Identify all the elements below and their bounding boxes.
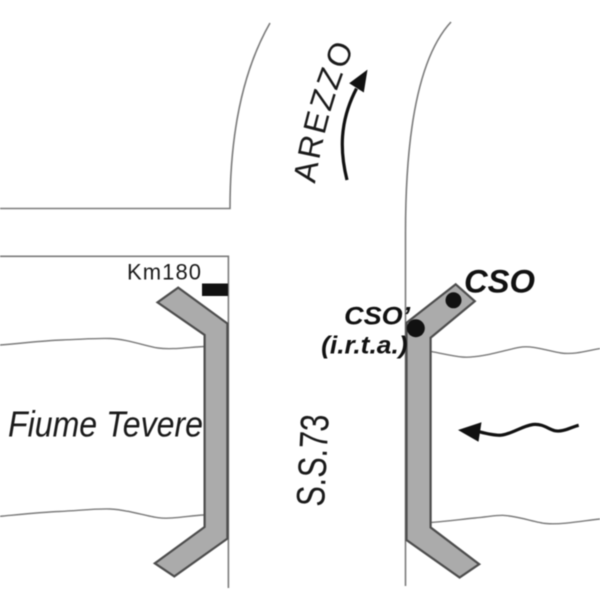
svg-text:CSO: CSO <box>464 264 535 300</box>
svg-text:CSO’: CSO’ <box>344 303 411 331</box>
svg-text:Km180: Km180 <box>127 259 201 284</box>
svg-text:S.S.73: S.S.73 <box>289 413 338 507</box>
svg-text:(i.r.t.a.): (i.r.t.a.) <box>321 332 408 360</box>
svg-text:Fiume Tevere: Fiume Tevere <box>8 404 203 445</box>
